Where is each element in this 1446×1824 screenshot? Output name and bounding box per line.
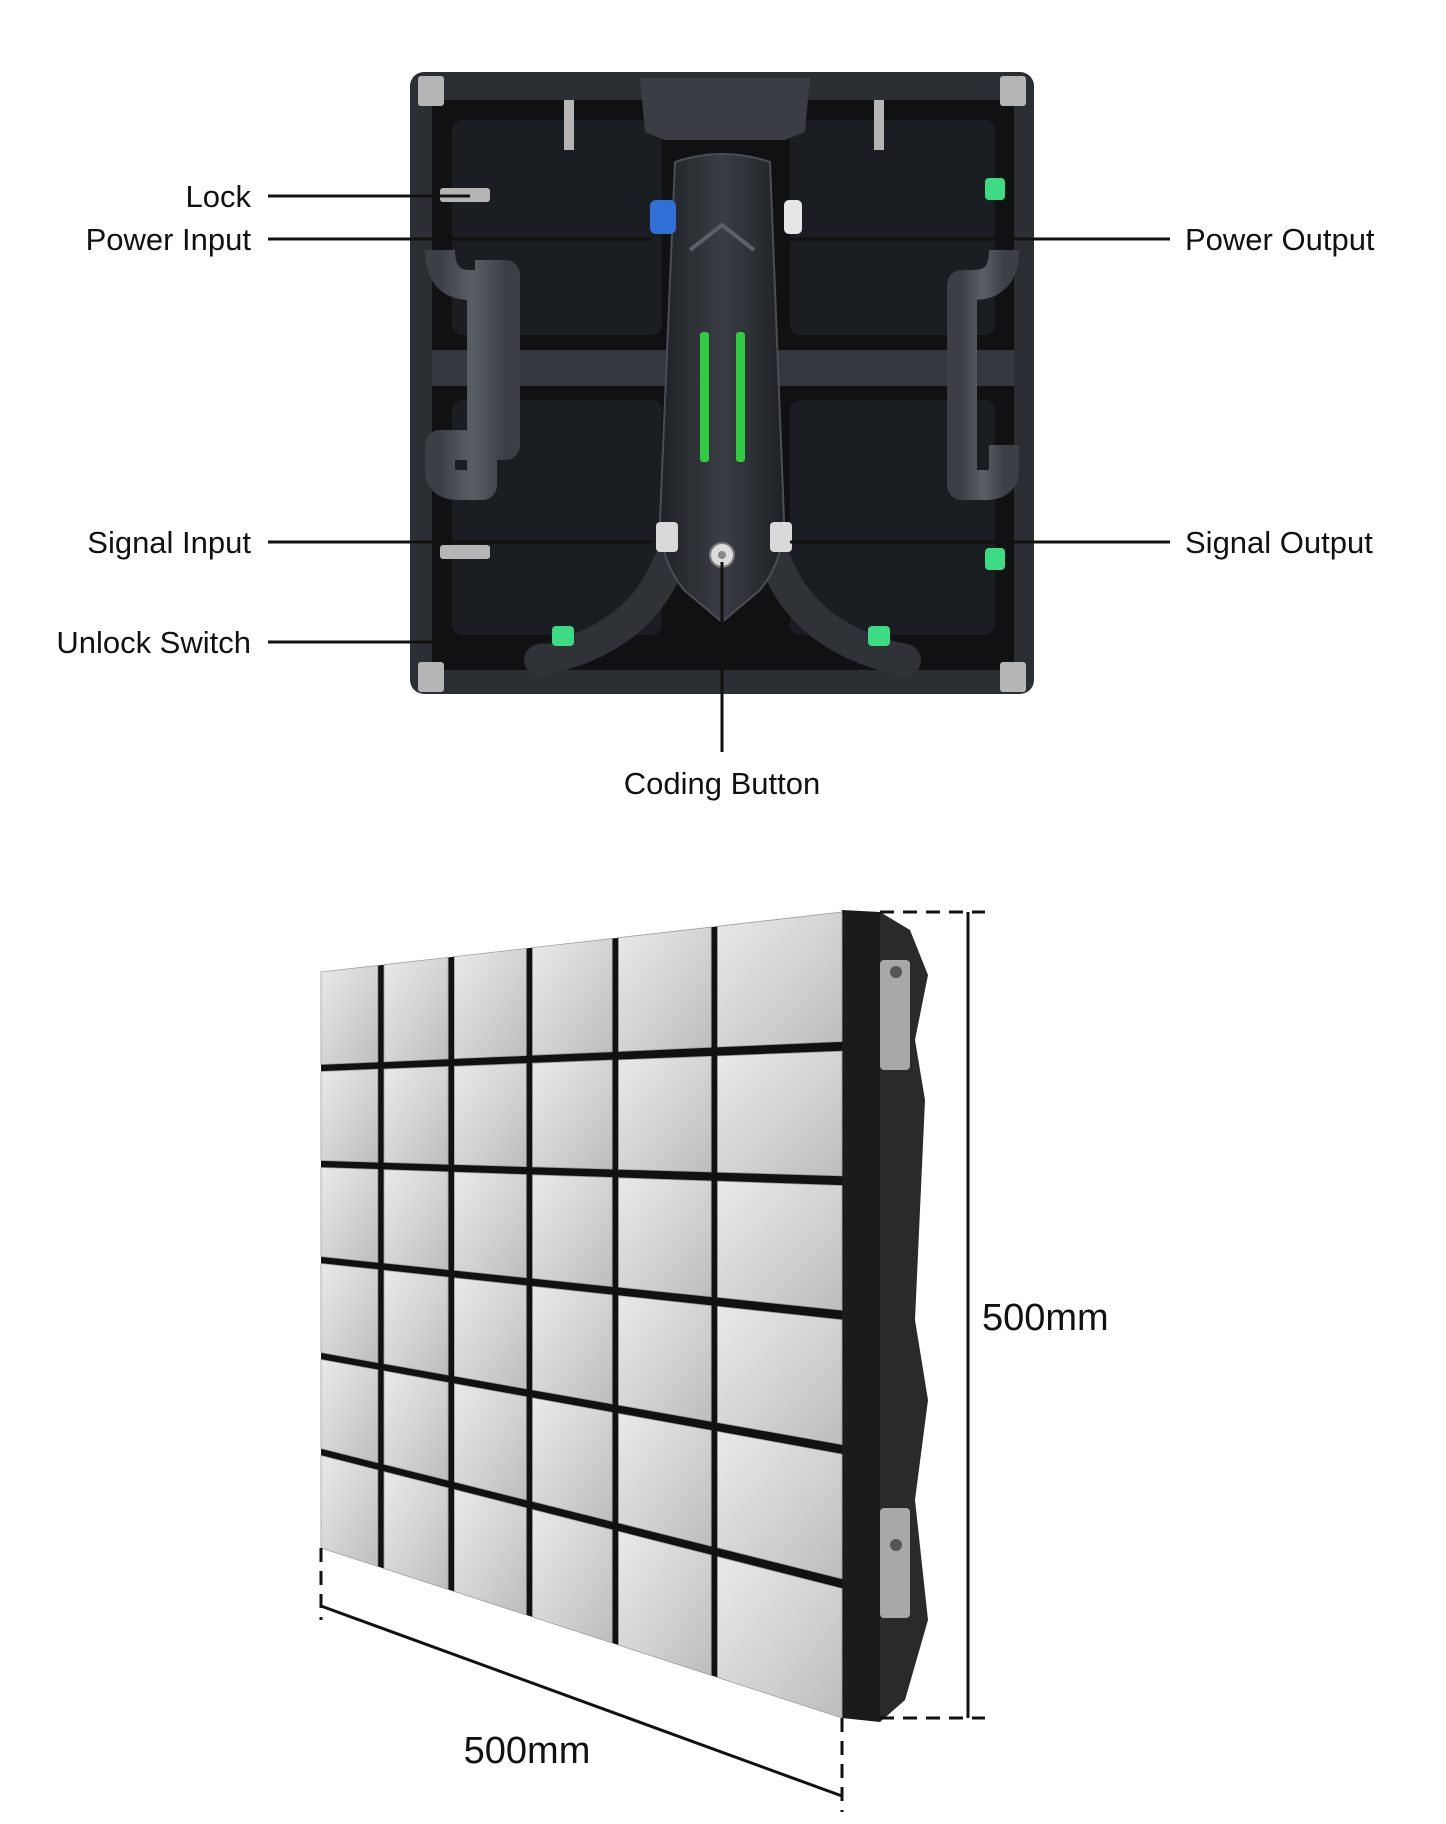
lock-label: Lock (186, 179, 252, 214)
led-module-tile (453, 1383, 527, 1501)
callout-lines (268, 194, 1170, 752)
led-module-tile (532, 1059, 613, 1170)
led-module-tile (320, 1263, 379, 1364)
led-module-tile (532, 1508, 613, 1644)
cabinet-back-photo (410, 72, 1034, 694)
coding-button-label: Coding Button (624, 766, 820, 801)
signal-input-connector (656, 522, 678, 552)
indicator-strip-right (736, 332, 745, 462)
led-module-tile (383, 956, 449, 1063)
side-bracket-top (880, 960, 910, 1070)
led-module-tile (618, 1530, 712, 1676)
led-module-tile (717, 1180, 843, 1311)
led-module-tile (532, 1285, 613, 1405)
led-module-tile (717, 1305, 843, 1445)
led-module-tile (453, 1488, 527, 1616)
led-module-tile (618, 1177, 712, 1298)
led-module-tile (618, 926, 712, 1052)
power-output-connector (784, 200, 802, 234)
width-dimension (319, 1548, 844, 1812)
signal-output-label: Signal Output (1185, 525, 1373, 560)
corner-pins (418, 76, 1026, 692)
led-module-tile (383, 1471, 449, 1591)
latch-right-top (985, 178, 1005, 200)
led-module-tile (532, 938, 613, 1056)
unlock-switch-left (552, 626, 574, 646)
led-module-tile (717, 911, 843, 1048)
led-module-tile (320, 1068, 379, 1163)
right-handle (947, 249, 1019, 500)
led-module-tile (532, 1397, 613, 1522)
unlock-switch-right (868, 626, 890, 646)
led-module-tile (453, 947, 527, 1060)
central-spine (658, 153, 786, 624)
left-handle (425, 249, 520, 500)
panel-side-frame (842, 910, 928, 1722)
led-module-tile (383, 1370, 449, 1481)
led-module-tile (383, 1066, 449, 1165)
power-output-label: Power Output (1185, 222, 1375, 257)
rear-view: Lock Power Input Power Output Signal Inp… (56, 72, 1375, 801)
led-module-tile (383, 1169, 449, 1271)
led-module-grid (320, 911, 843, 1719)
unlock-switch-label: Unlock Switch (56, 625, 251, 660)
led-module-tile (320, 1167, 379, 1263)
led-module-tile (618, 1055, 712, 1173)
power-input-connector (650, 200, 676, 234)
lock-left-bottom (440, 545, 490, 559)
led-module-tile (717, 1431, 843, 1580)
spine-chevron (688, 222, 756, 252)
led-module-tile (383, 1269, 449, 1376)
lower-arms (524, 544, 921, 676)
front-view: 500mm 500mm (319, 910, 1109, 1812)
led-module-tile (453, 1171, 527, 1279)
led-module-tile (320, 965, 379, 1065)
led-module-tile (320, 1359, 379, 1464)
side-bracket-bottom (880, 1508, 910, 1618)
led-module-tile (618, 1413, 712, 1547)
width-dim-line (320, 1604, 843, 1798)
led-module-tile (618, 1295, 712, 1422)
height-dimension-label: 500mm (982, 1297, 1109, 1339)
signal-output-connector (770, 522, 792, 552)
signal-input-label: Signal Input (87, 525, 251, 560)
power-input-label: Power Input (86, 222, 252, 257)
led-module-tile (453, 1063, 527, 1168)
callout-labels: Lock Power Input Power Output Signal Inp… (56, 179, 1375, 801)
top-handle (640, 78, 810, 140)
led-module-tile (532, 1174, 613, 1287)
led-module-tile (453, 1277, 527, 1390)
width-dimension-label: 500mm (464, 1730, 591, 1772)
led-module-tile (717, 1050, 843, 1177)
latch-right-bottom (985, 548, 1005, 570)
led-module-tile (320, 1454, 379, 1568)
indicator-strip-left (700, 332, 709, 462)
height-dimension (880, 910, 985, 1720)
